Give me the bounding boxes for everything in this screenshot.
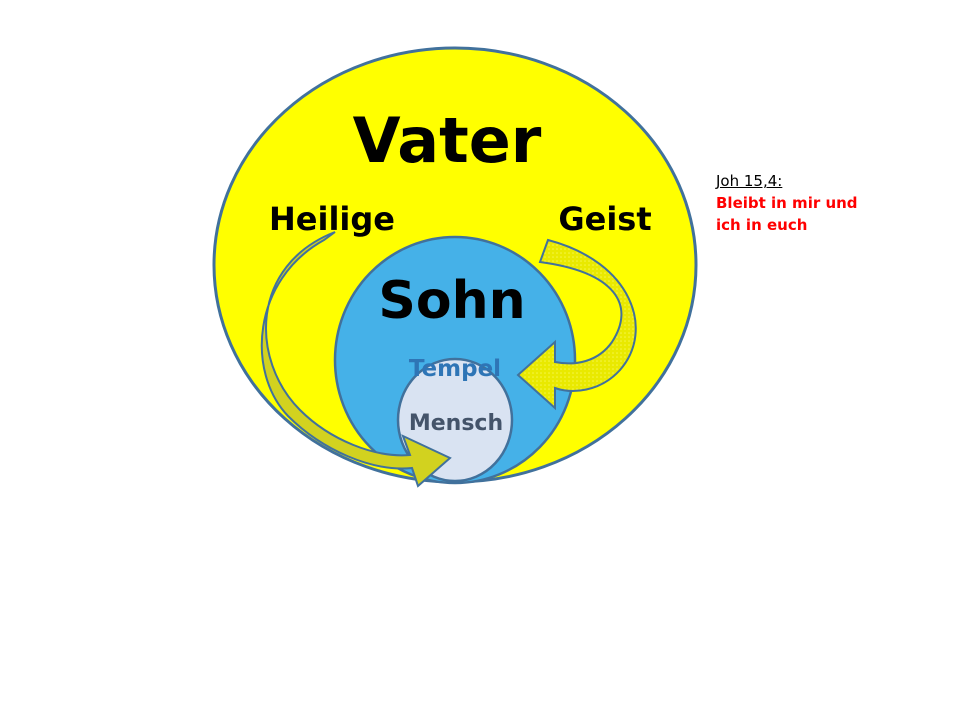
bible-verse: Joh 15,4: Bleibt in mir und ich in euch	[716, 170, 916, 236]
verse-line-2: ich in euch	[716, 216, 808, 234]
label-holy: Heilige	[269, 200, 395, 238]
right-curved-arrow	[516, 238, 637, 411]
label-spirit: Geist	[558, 200, 651, 238]
verse-reference: Joh 15,4:	[716, 172, 783, 190]
label-father: Vater	[353, 104, 542, 177]
label-son: Sohn	[378, 271, 525, 331]
label-human: Mensch	[409, 411, 503, 436]
left-curved-arrow	[260, 231, 452, 488]
verse-line-1: Bleibt in mir und	[716, 194, 858, 212]
label-temple: Tempel	[409, 356, 501, 382]
